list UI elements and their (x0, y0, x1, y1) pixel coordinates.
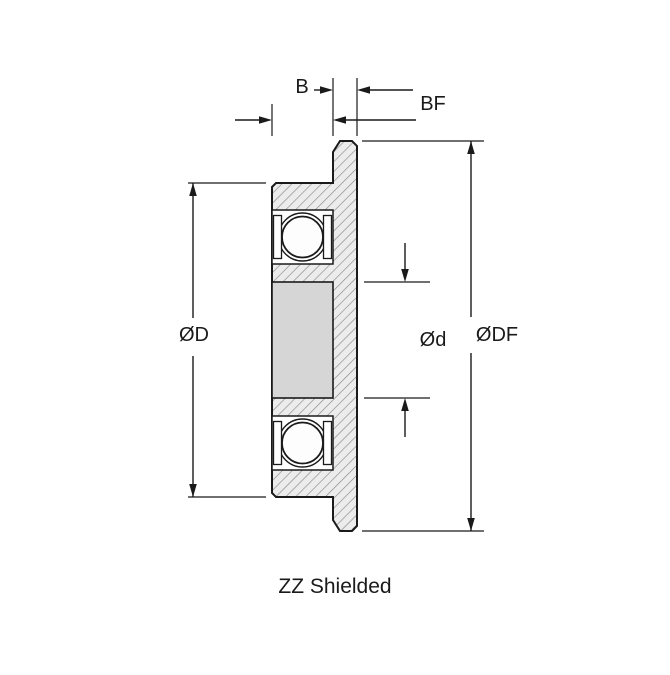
ball-bottom (281, 421, 324, 465)
dim-flange-width-BF: BF (314, 78, 446, 136)
dim-label-outer-diameter: ØD (179, 324, 209, 346)
shield-top-left (272, 214, 283, 260)
bore-region (271, 281, 334, 399)
shield-bottom-left (272, 420, 283, 466)
dim-flange-diameter: ØDF (362, 140, 527, 532)
dim-label-flange-width: BF (420, 93, 446, 115)
dim-label-flange-diameter: ØDF (476, 324, 518, 346)
dim-bore-diameter: Ød (364, 243, 446, 437)
caption: ZZ Shielded (278, 575, 391, 598)
dim-label-width: B (295, 76, 308, 98)
dim-width-B: B (235, 76, 416, 136)
dim-outer-diameter: ØD (170, 182, 266, 498)
shield-top-right (322, 214, 333, 260)
ball-top (281, 215, 324, 259)
dim-label-bore-diameter: Ød (420, 329, 447, 351)
shield-bottom-right (322, 420, 333, 466)
bearing-cross-section (271, 140, 358, 532)
